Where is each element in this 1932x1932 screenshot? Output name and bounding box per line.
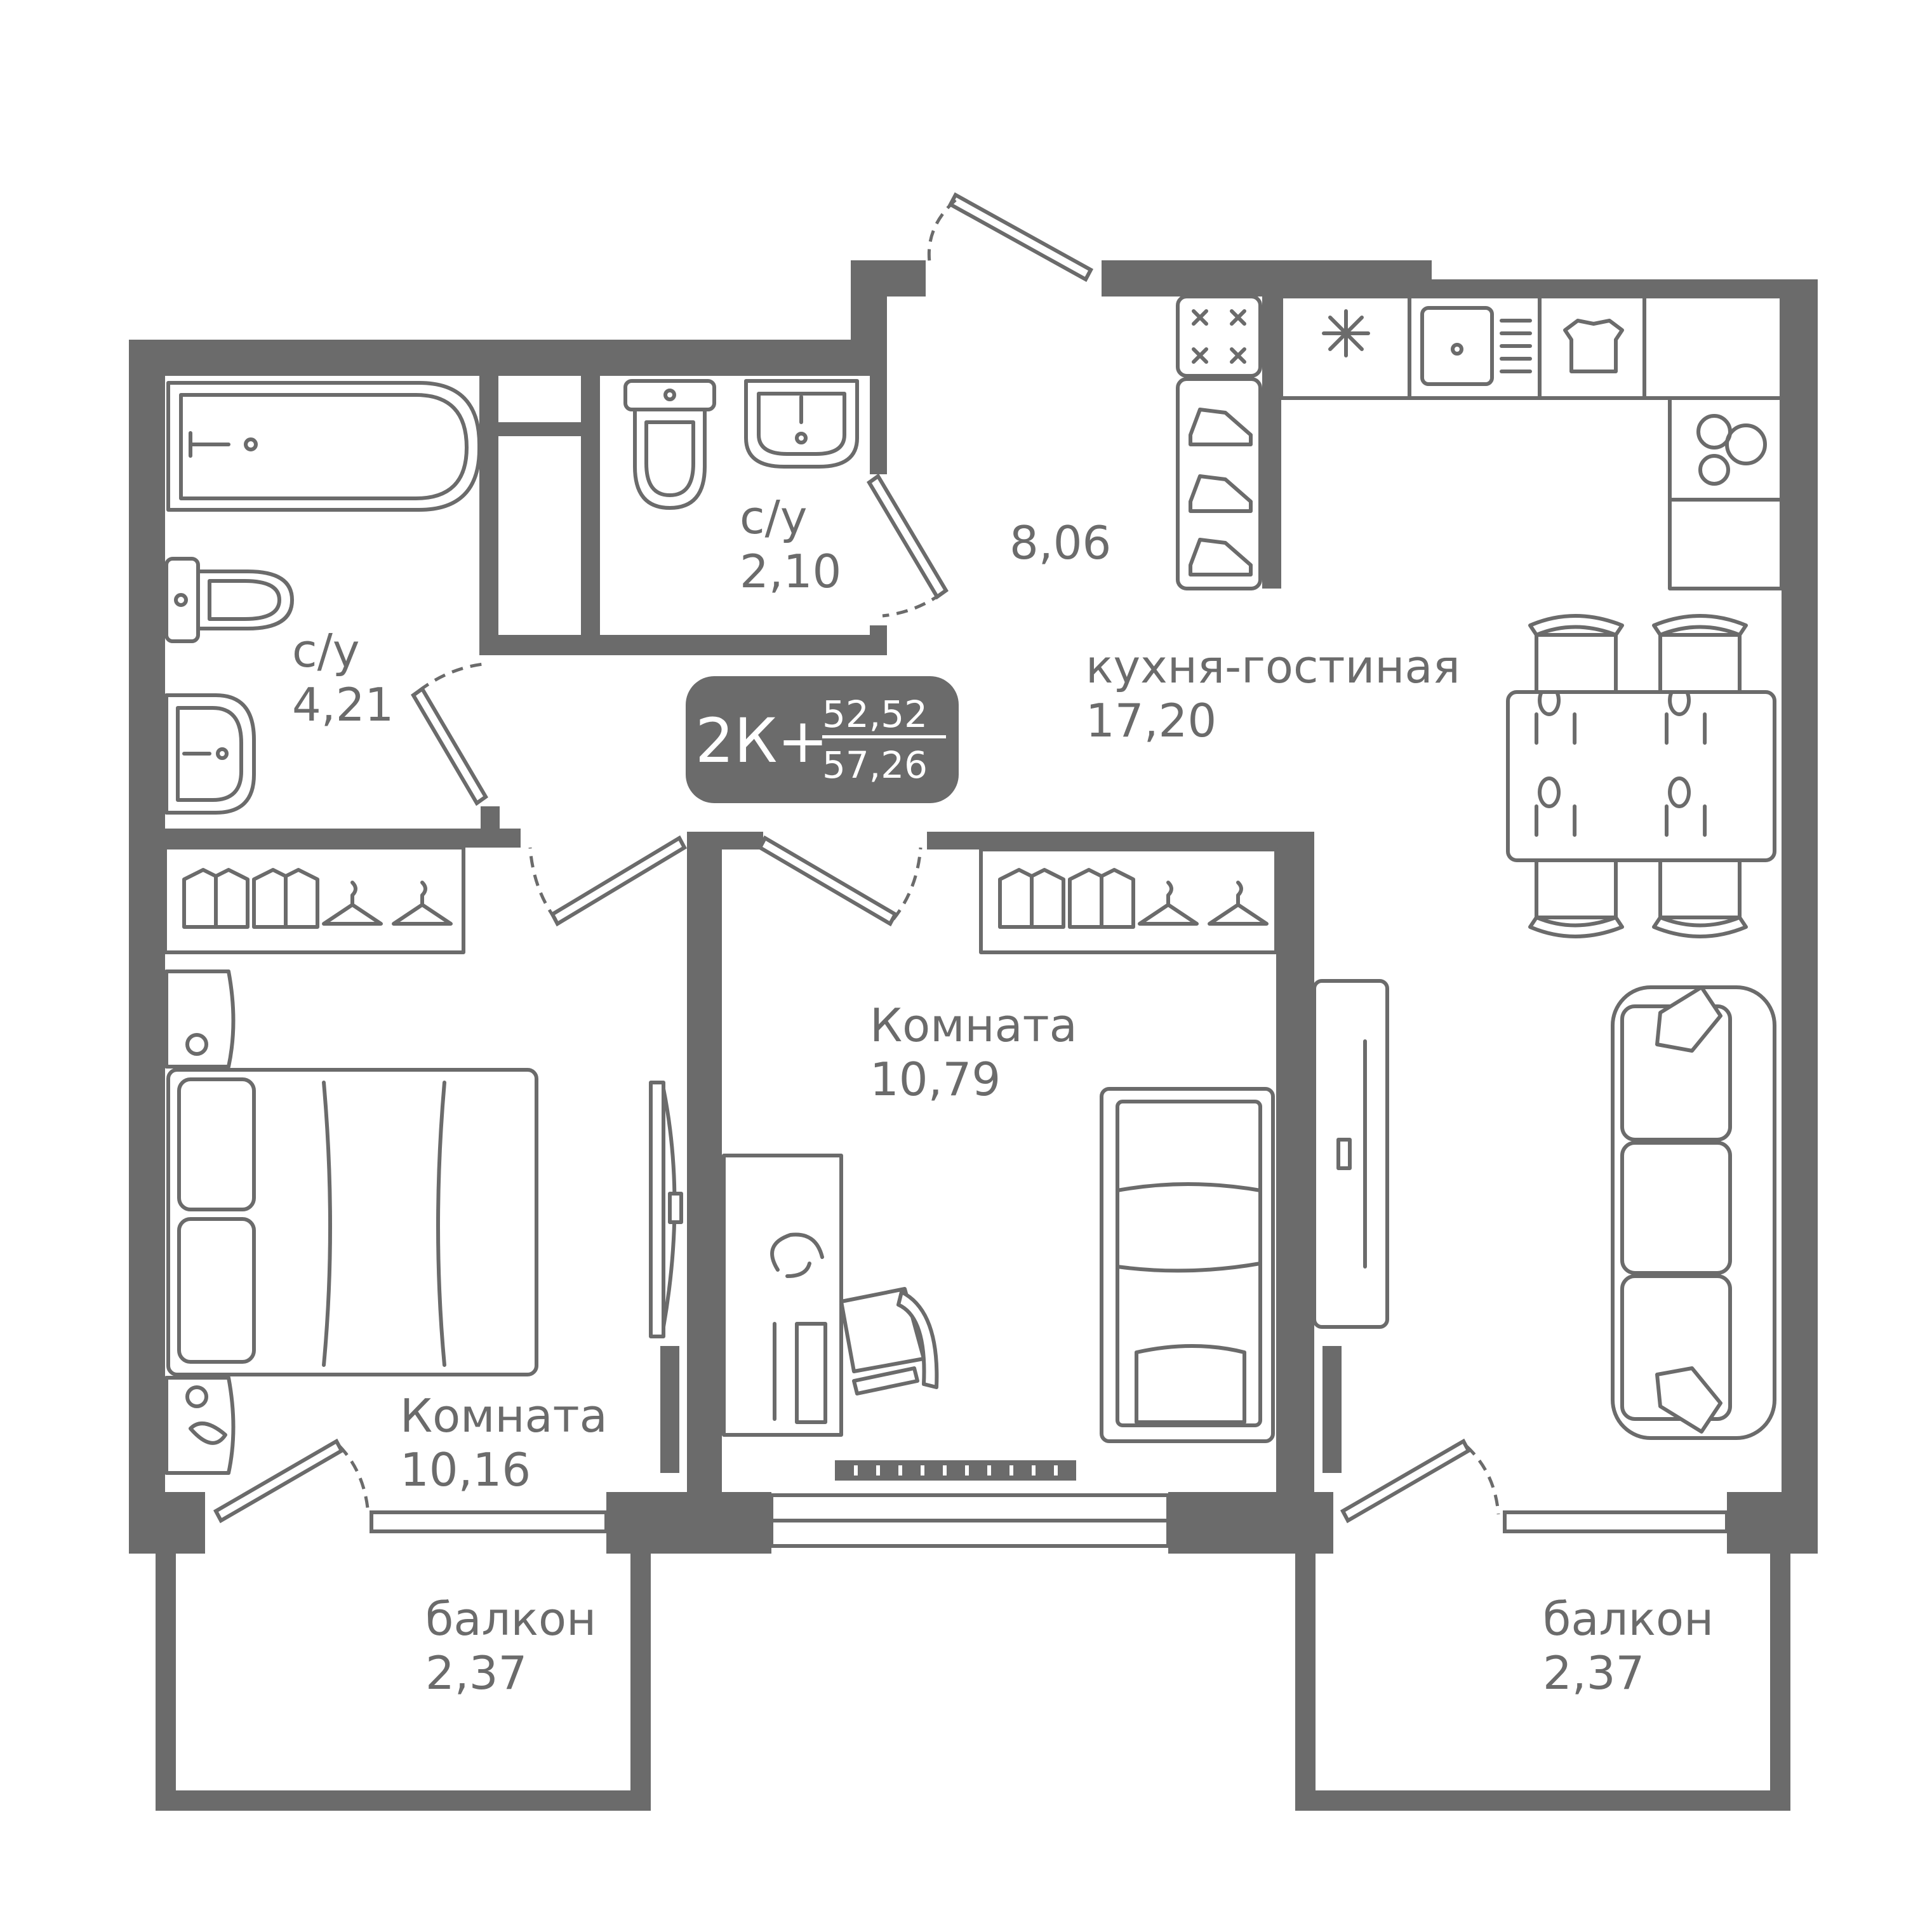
- room-left-area: 10,16: [400, 1443, 531, 1496]
- sofa-icon: [1611, 985, 1776, 1440]
- chair-icon: [839, 1287, 939, 1396]
- sink-icon: [164, 693, 256, 815]
- balcony-right-name: балкон: [1543, 1592, 1714, 1646]
- kitchen-sink-icon: [1420, 306, 1532, 386]
- washing-machine-icon: [1563, 319, 1624, 373]
- left-balcony-door-icon: [213, 1438, 370, 1524]
- wardrobe-icon: [979, 848, 1278, 954]
- room-middle-area: 10,79: [870, 1053, 1001, 1106]
- balcony-right-area: 2,37: [1543, 1646, 1644, 1700]
- room-middle-name: Комната: [870, 999, 1077, 1052]
- shoe-rack-icon: [1176, 377, 1262, 590]
- apartment-type: 2К+: [695, 705, 829, 776]
- living-area-value: 52,52: [822, 693, 928, 736]
- right-balcony-door-icon: [1340, 1438, 1500, 1524]
- bathroom-big-name: с/у: [292, 624, 359, 677]
- stove-icon: [1176, 295, 1262, 378]
- room-labels: с/у 4,21 с/у 2,10 8,06 кухня-гостиная 17…: [292, 491, 1714, 1700]
- balcony-left-name: балкон: [425, 1592, 596, 1646]
- bed-icon: [166, 1068, 538, 1376]
- toilet-icon: [164, 557, 294, 643]
- small-bathroom-door-icon: [867, 473, 949, 618]
- balconies: [156, 1554, 1790, 1811]
- entrance-door-icon: [927, 192, 1094, 283]
- dining-table-icon: [1506, 684, 1776, 862]
- big-bathroom-door-icon: [411, 662, 490, 806]
- bathroom-big-area: 4,21: [292, 678, 394, 731]
- doors: [213, 192, 1500, 1524]
- middle-room-door-icon: [757, 835, 923, 927]
- desk-icon: [722, 1154, 843, 1437]
- bathtub-icon: [166, 381, 481, 512]
- left-room-door-icon: [528, 835, 687, 927]
- tv-icon: [1312, 979, 1389, 1329]
- tv-icon: [649, 1081, 683, 1338]
- nightstand-icon: [164, 969, 236, 1475]
- chair-icon: [1528, 614, 1748, 938]
- hall-area: 8,06: [1009, 516, 1111, 570]
- bed-icon: [1100, 1087, 1275, 1443]
- radiator-icon: [835, 1460, 1076, 1481]
- kitchen-living-name: кухня-гостиная: [1086, 640, 1460, 693]
- cooktop-icon: [1668, 396, 1783, 590]
- bathroom-small-area: 2,10: [740, 545, 841, 598]
- bathroom-small-name: с/у: [740, 491, 807, 544]
- total-area-value: 57,26: [822, 743, 928, 787]
- wardrobe-icon: [163, 846, 465, 954]
- balcony-left-area: 2,37: [425, 1646, 527, 1700]
- fridge-icon: [1322, 309, 1370, 357]
- sink-icon: [744, 379, 859, 469]
- apartment-badge: 2К+ 52,52 57,26: [686, 676, 959, 803]
- room-left-name: Комната: [400, 1389, 608, 1442]
- kitchen-living-area: 17,20: [1086, 694, 1216, 747]
- toilet-icon: [623, 379, 716, 510]
